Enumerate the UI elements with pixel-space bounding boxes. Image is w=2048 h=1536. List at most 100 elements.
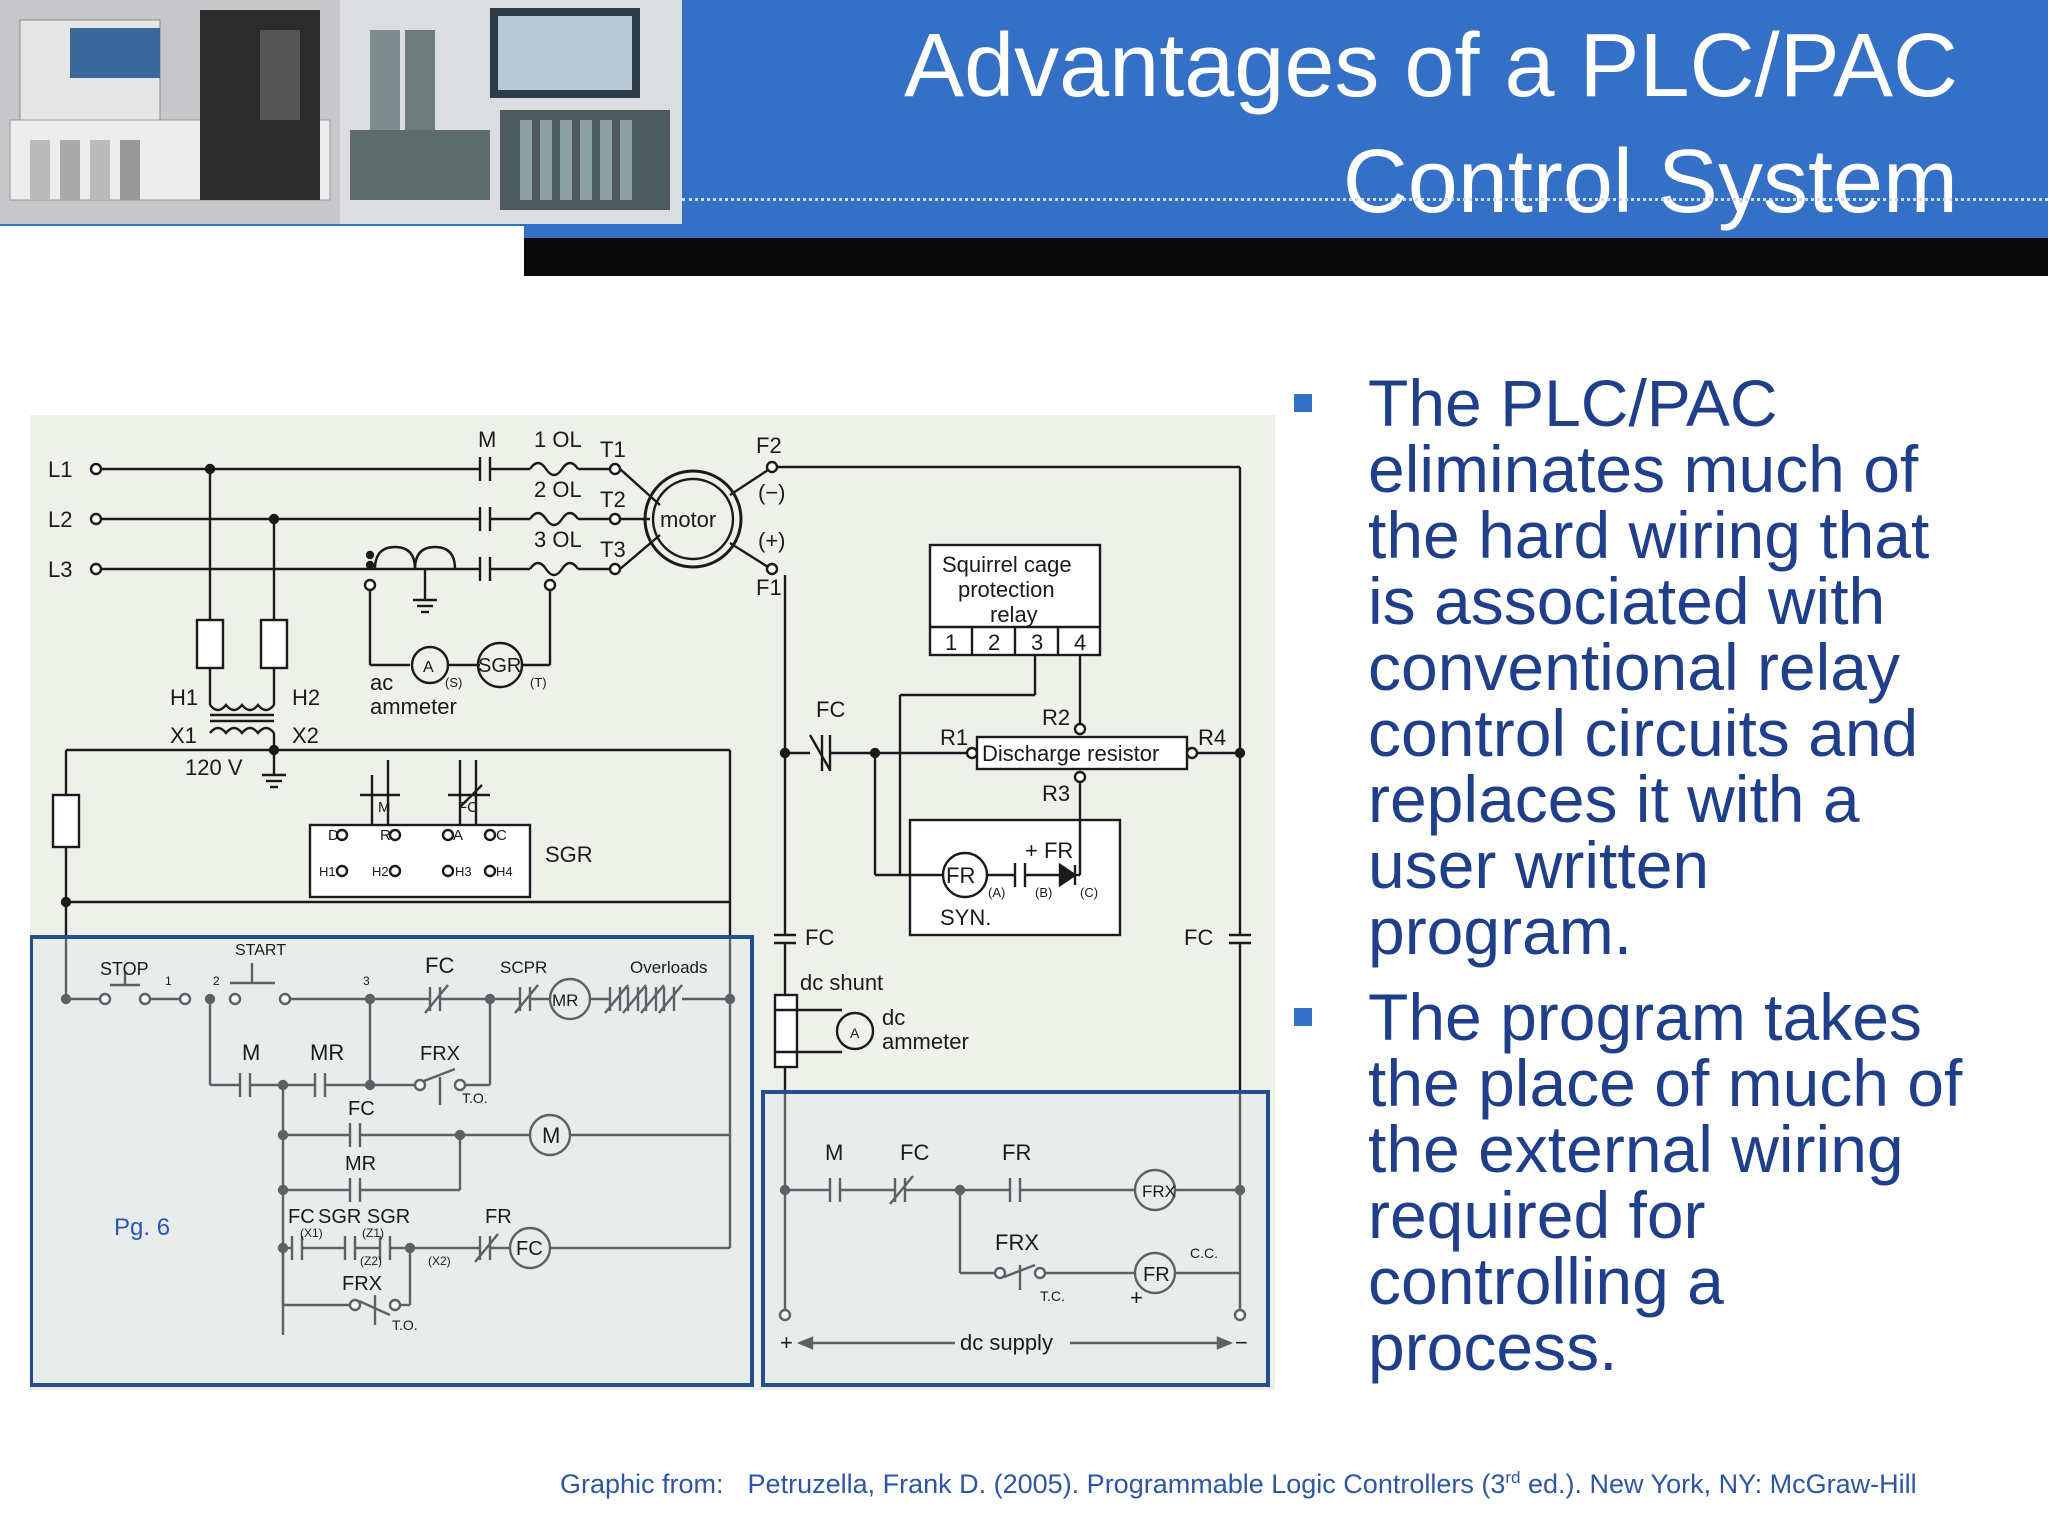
dc-shunt-label: dc shunt xyxy=(800,970,883,995)
dc-supply-label: dc supply xyxy=(960,1330,1053,1355)
sgr-panel-label: SGR xyxy=(545,842,593,867)
sgr-s-label: (S) xyxy=(445,675,462,690)
dc-plus-label: + xyxy=(780,1330,793,1355)
syn-label: SYN. xyxy=(940,905,991,930)
wire-num-2: 2 xyxy=(213,974,220,988)
fc-field-left-label: FC xyxy=(805,925,834,950)
wire-num-3: 3 xyxy=(363,974,370,988)
control-transformer xyxy=(195,469,289,789)
fr-dc-label: FR xyxy=(1002,1140,1031,1165)
stop-label: STOP xyxy=(100,959,149,979)
dc-control-rungs xyxy=(778,1168,1247,1350)
bullet-text: The program takes the place of much of t… xyxy=(1368,980,1963,1384)
fr-coil-label: FR xyxy=(1143,1264,1170,1286)
line-label-l1: L1 xyxy=(48,457,72,482)
to-label-top: T.O. xyxy=(462,1090,488,1106)
terminal-t1-label: T1 xyxy=(600,437,626,462)
fc-ladder-label: FC xyxy=(425,953,454,978)
fc-coil-label: FC xyxy=(516,1238,543,1260)
fr-b-label: (B) xyxy=(1035,885,1052,900)
field-f2-label: F2 xyxy=(756,433,782,458)
fr-a-label: (A) xyxy=(988,885,1005,900)
control-circuit-highlight-left xyxy=(30,935,754,1387)
mr-seal-label: MR xyxy=(310,1040,344,1065)
field-minus-label: (−) xyxy=(758,480,786,505)
square-bullet-icon xyxy=(1294,1008,1312,1026)
scpr-cell-1: 1 xyxy=(945,630,957,655)
scpr-box-line-1: Squirrel cage xyxy=(942,552,1072,577)
squirrel-cage-relay xyxy=(898,543,1102,875)
tc-label: T.C. xyxy=(1040,1288,1065,1304)
sgr-panel-fc-label: FC xyxy=(458,799,478,816)
dc-ammeter-symbol: A xyxy=(850,1025,860,1041)
transformer-h1-label: H1 xyxy=(170,685,198,710)
scpr-label: SCPR xyxy=(500,958,547,977)
fr-plus-sign: + xyxy=(1130,1285,1143,1310)
scpr-cell-3: 3 xyxy=(1031,630,1043,655)
z1-label: (Z1) xyxy=(362,1226,384,1240)
motor-control-schematic: L1 L2 L3 M 1 OL 2 OL 3 OL T1 T2 T3 motor… xyxy=(30,415,1275,1390)
control-voltage-label: 120 V xyxy=(185,755,243,780)
ac-ammeter-symbol: A xyxy=(423,659,434,676)
m-seal-label: M xyxy=(242,1040,260,1065)
frx-ladder-label: FRX xyxy=(420,1043,460,1065)
mr-rung-label: MR xyxy=(345,1153,376,1175)
fr-relay-symbol: FR xyxy=(946,863,975,888)
bullet-item: The program takes the place of much of t… xyxy=(1290,984,1990,1380)
fr-plus-label: + FR xyxy=(1025,838,1073,863)
header-black-bar xyxy=(524,238,2048,276)
field-relay-box xyxy=(875,815,1122,937)
graphic-credit: Graphic from:Petruzella, Frank D. (2005)… xyxy=(560,1468,2000,1500)
credit-text: Petruzella, Frank D. (2005). Programmabl… xyxy=(747,1469,1506,1499)
header-gap xyxy=(0,226,524,240)
field-fc-contacts xyxy=(774,933,1251,1215)
to-label-bottom: T.O. xyxy=(392,1317,418,1333)
sgr-panel-r: R xyxy=(380,827,391,844)
transformer-x2-label: X2 xyxy=(292,723,319,748)
page-reference: Pg. 6 xyxy=(114,1214,170,1241)
credit-superscript: rd xyxy=(1505,1468,1521,1487)
mr-coil-label: MR xyxy=(552,991,578,1010)
overloads-label: Overloads xyxy=(630,958,707,977)
motor-label: motor xyxy=(660,507,716,532)
resistor-r2-label: R2 xyxy=(1042,705,1070,730)
transformer-h2-label: H2 xyxy=(292,685,320,710)
credit-text-end: ed.). New York, NY: McGraw-Hill xyxy=(1520,1469,1917,1499)
overload-2-label: 2 OL xyxy=(534,477,582,502)
fc-discharge-label: FC xyxy=(816,697,845,722)
control-ladder-left xyxy=(60,902,736,1335)
m-coil-label: M xyxy=(542,1123,560,1148)
sgr-pair-label: SGR SGR xyxy=(318,1206,410,1228)
fc-sgr-rung-label: FC xyxy=(288,1206,315,1228)
scpr-cell-2: 2 xyxy=(988,630,1000,655)
terminal-t3-label: T3 xyxy=(600,537,626,562)
sgr-relay-panel xyxy=(51,748,732,915)
frx-tc-label: FRX xyxy=(995,1230,1039,1255)
discharge-resistor-label: Discharge resistor xyxy=(982,741,1159,766)
line-label-l3: L3 xyxy=(48,557,72,582)
main-contactor-label: M xyxy=(478,427,496,452)
fc-field-right-label: FC xyxy=(1184,925,1213,950)
resistor-r3-label: R3 xyxy=(1042,781,1070,806)
discharge-resistor xyxy=(779,722,1246,875)
ac-ammeter-circuit xyxy=(363,545,557,689)
resistor-r1-label: R1 xyxy=(940,725,968,750)
motor-symbol xyxy=(643,469,743,569)
fr-c-label: (C) xyxy=(1080,885,1098,900)
scpr-box-line-2: protection xyxy=(958,577,1055,602)
resistor-r4-label: R4 xyxy=(1198,725,1226,750)
sgr-panel-h3: H3 xyxy=(455,864,472,879)
slide-title-line-2: Control System xyxy=(1342,132,1958,232)
field-plus-label: (+) xyxy=(758,528,786,553)
slide-title-line-1: Advantages of a PLC/PAC xyxy=(904,16,1958,116)
start-label: START xyxy=(235,942,286,959)
overload-1-label: 1 OL xyxy=(534,427,582,452)
sgr-panel-d: D xyxy=(328,827,339,844)
m-dc-label: M xyxy=(825,1140,843,1165)
square-bullet-icon xyxy=(1294,394,1312,412)
dc-shunt xyxy=(773,993,875,1300)
cc-label: C.C. xyxy=(1190,1245,1218,1261)
sgr-t-label: (T) xyxy=(530,675,547,690)
x2-label: (X2) xyxy=(428,1254,451,1268)
